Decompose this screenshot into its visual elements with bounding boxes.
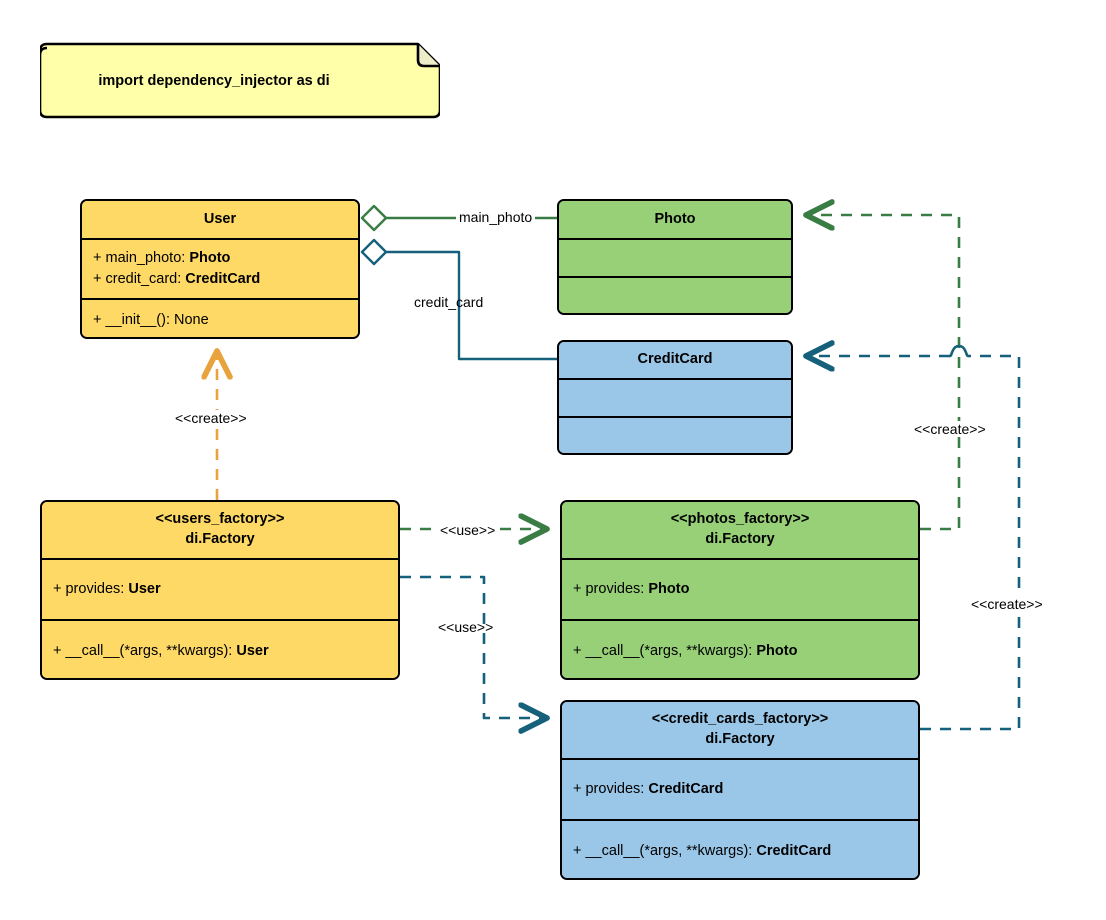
class-credit-cards-factory-attributes: + provides: CreditCard — [562, 760, 918, 821]
attribute-type: Photo — [648, 580, 690, 597]
note-text: import dependency_injector as di — [98, 72, 330, 89]
class-user-title: User — [203, 210, 237, 227]
attribute-type: CreditCard — [185, 271, 261, 287]
method-label: + __call__(*args, **kwargs): — [573, 642, 757, 659]
class-credit-cards-factory-attribute: + provides: CreditCard — [562, 779, 918, 800]
note-import: import dependency_injector as di — [38, 42, 442, 119]
class-creditcard-methods — [559, 418, 791, 453]
class-credit-cards-factory-methods: + __call__(*args, **kwargs): CreditCard — [562, 821, 918, 878]
attribute-label: + provides: — [53, 580, 129, 597]
class-photos-factory-methods: + __call__(*args, **kwargs): Photo — [562, 621, 918, 678]
attribute-label: + provides: — [573, 580, 649, 597]
edge-label-use-credit-cards-factory: <<use>> — [438, 619, 494, 635]
class-photos-factory-method: + __call__(*args, **kwargs): Photo — [562, 641, 918, 662]
class-photos-factory-attributes: + provides: Photo — [562, 560, 918, 621]
attribute-type: Photo — [189, 249, 231, 266]
edge-label-create-photo: <<create>> — [911, 421, 989, 437]
class-users-factory-method: + __call__(*args, **kwargs): User — [42, 641, 398, 662]
edge-label-credit-card: credit_card — [414, 294, 484, 310]
edge-label-create-creditcard: <<create>> — [968, 596, 1046, 612]
class-user-attributes: + main_photo: Photo + credit_card: Credi… — [82, 240, 358, 300]
class-users-factory-title: di.Factory — [185, 531, 255, 547]
class-photo-methods — [559, 278, 791, 313]
method-type: User — [236, 642, 269, 659]
attribute-label: + main_photo: — [93, 249, 190, 266]
class-photos-factory-header: <<photos_factory>> di.Factory — [562, 502, 918, 560]
attribute-type: CreditCard — [648, 780, 724, 797]
class-photos-factory-title: di.Factory — [705, 531, 775, 547]
class-credit-cards-factory-title: di.Factory — [705, 731, 775, 747]
class-photos-factory-attribute: + provides: Photo — [562, 579, 918, 600]
class-users-factory-attributes: + provides: User — [42, 560, 398, 621]
class-user-methods: + __init__(): None — [82, 300, 358, 337]
method-label: + __call__(*args, **kwargs): — [573, 842, 757, 859]
edge-label-main-photo: main_photo — [456, 209, 536, 225]
note-body: import dependency_injector as di — [40, 42, 440, 119]
attribute-label: + credit_card: — [93, 271, 186, 287]
class-photos-factory[interactable]: <<photos_factory>> di.Factory + provides… — [560, 500, 920, 680]
class-user[interactable]: User + main_photo: Photo + credit_card: … — [80, 199, 360, 339]
class-photo-attributes — [559, 240, 791, 278]
edge-photosfactory-photo — [806, 215, 961, 531]
class-users-factory[interactable]: <<users_factory>> di.Factory + provides:… — [40, 500, 400, 680]
class-users-factory-stereotype: <<users_factory>> — [155, 511, 285, 528]
class-creditcard[interactable]: CreditCard — [557, 340, 793, 455]
class-credit-cards-factory-method: + __call__(*args, **kwargs): CreditCard — [562, 841, 918, 862]
class-creditcard-header: CreditCard — [559, 342, 791, 380]
method-label: + __call__(*args, **kwargs): — [53, 642, 237, 659]
method-type: CreditCard — [756, 842, 832, 859]
class-creditcard-attributes — [559, 380, 791, 418]
class-credit-cards-factory-header: <<credit_cards_factory>> di.Factory — [562, 702, 918, 760]
class-creditcard-title: CreditCard — [637, 351, 713, 368]
class-users-factory-header: <<users_factory>> di.Factory — [42, 502, 398, 560]
edge-usersfactory-ccfactory — [400, 575, 547, 718]
class-photos-factory-stereotype: <<photos_factory>> — [670, 511, 810, 528]
attribute-type: User — [128, 580, 161, 597]
edge-label-use-photos-factory: <<use>> — [437, 522, 499, 538]
class-credit-cards-factory[interactable]: <<credit_cards_factory>> di.Factory + pr… — [560, 700, 920, 880]
edge-label-create-user: <<create>> — [172, 410, 250, 426]
class-photo-header: Photo — [559, 201, 791, 240]
class-credit-cards-factory-stereotype: <<credit_cards_factory>> — [651, 711, 829, 728]
note-shape — [38, 42, 442, 119]
class-user-attribute: + main_photo: Photo — [82, 248, 358, 269]
class-users-factory-attribute: + provides: User — [42, 579, 398, 600]
class-user-method: + __init__(): None — [93, 311, 209, 328]
class-user-attribute: + credit_card: CreditCard — [82, 269, 358, 290]
class-photo-title: Photo — [654, 210, 696, 227]
class-photo[interactable]: Photo — [557, 199, 793, 315]
class-user-header: User — [82, 201, 358, 240]
method-type: Photo — [756, 642, 798, 659]
class-users-factory-methods: + __call__(*args, **kwargs): User — [42, 621, 398, 678]
attribute-label: + provides: — [573, 780, 649, 797]
